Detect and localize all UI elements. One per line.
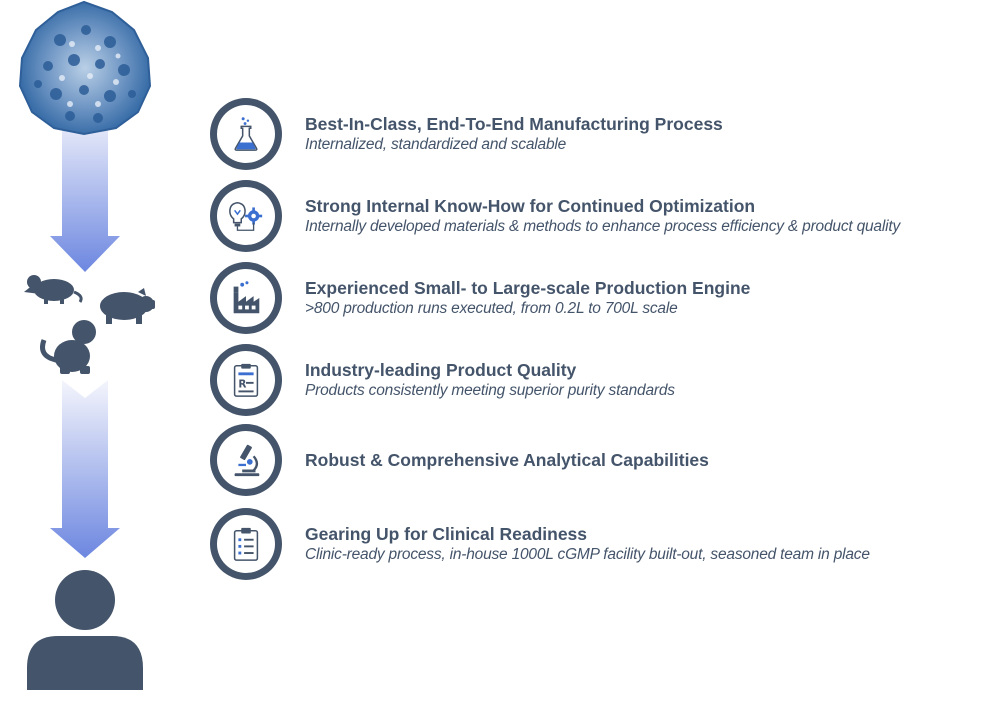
capability-badge (210, 98, 282, 170)
virus-particle-icon (18, 0, 152, 136)
capability-title: Experienced Small- to Large-scale Produc… (305, 278, 751, 298)
pipeline-arrow-1 (50, 108, 120, 272)
development-pipeline (18, 0, 155, 690)
capability-title: Industry-leading Product Quality (305, 360, 577, 380)
capability-subtitle: Products consistently meeting superior p… (305, 382, 675, 399)
capability-badge (210, 508, 282, 580)
capability-subtitle: Clinic-ready process, in-house 1000L cGM… (305, 546, 870, 563)
capability-title: Robust & Comprehensive Analytical Capabi… (305, 450, 709, 470)
capability-subtitle: Internalized, standardized and scalable (305, 136, 567, 153)
capability-title: Strong Internal Know-How for Continued O… (305, 196, 756, 216)
lightbulb-gear-icon (229, 201, 263, 231)
mouse-icon (24, 275, 83, 304)
pipeline-arrow-2 (50, 380, 120, 558)
certificate-icon: R (233, 363, 259, 397)
capability-subtitle: >800 production runs executed, from 0.2L… (305, 300, 678, 317)
capability-title: Best-In-Class, End-To-End Manufacturing … (305, 114, 723, 134)
capability-badge: R (210, 344, 282, 416)
capability-item-analytics: Robust & Comprehensive Analytical Capabi… (210, 424, 1000, 496)
svg-text:R: R (238, 379, 246, 391)
capability-item-production: Experienced Small- to Large-scale Produc… (210, 262, 1000, 334)
microscope-icon (234, 444, 260, 477)
capability-item-quality: R Industry-leading Product Quality Produ… (210, 344, 1000, 416)
clipboard-checklist-icon (233, 527, 259, 561)
factory-icon (233, 281, 260, 314)
capability-item-manufacturing: Best-In-Class, End-To-End Manufacturing … (210, 98, 1000, 170)
capability-badge (210, 180, 282, 252)
monkey-icon (40, 320, 96, 374)
capability-subtitle: Internally developed materials & methods… (305, 218, 900, 235)
flask-icon (234, 117, 258, 151)
capability-item-optimization: Strong Internal Know-How for Continued O… (210, 180, 1000, 252)
capability-badge (210, 424, 282, 496)
animal-models-icon (24, 275, 155, 374)
capability-badge (210, 262, 282, 334)
human-icon (27, 570, 143, 690)
capability-item-clinical: Gearing Up for Clinical Readiness Clinic… (210, 508, 1000, 580)
pig-icon (100, 288, 155, 324)
capability-title: Gearing Up for Clinical Readiness (305, 524, 588, 544)
